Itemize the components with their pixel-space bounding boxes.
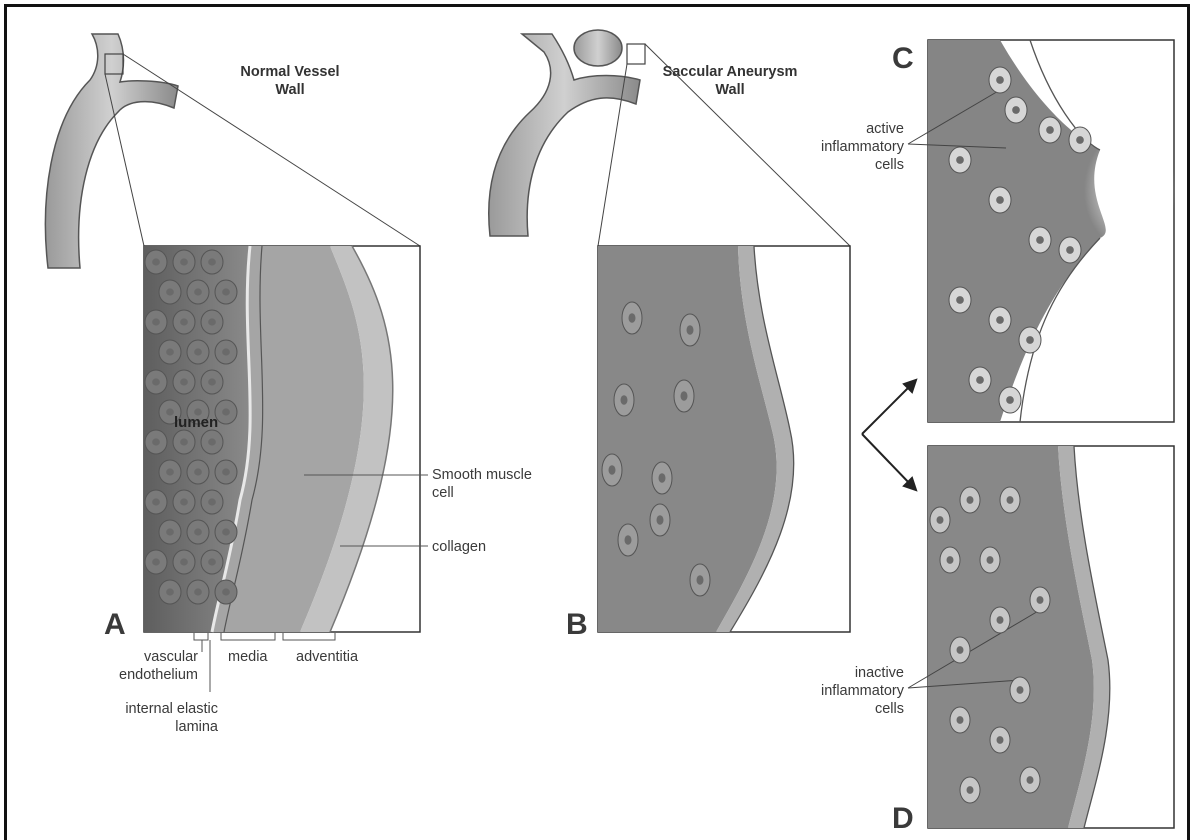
panel-letter-a: A bbox=[104, 610, 126, 640]
title-saccular-aneurysm-wall: Saccular Aneurysm Wall bbox=[640, 63, 820, 99]
progression-arrows bbox=[862, 380, 916, 490]
endothelial-cell bbox=[215, 580, 237, 604]
label-lumen: lumen bbox=[174, 414, 218, 432]
label-smooth-muscle-cell: Smooth muscle cell bbox=[432, 466, 532, 502]
inactive-inflammatory-cell bbox=[950, 637, 970, 663]
inactive-inflammatory-cell bbox=[990, 727, 1010, 753]
inflammatory-cell bbox=[650, 504, 670, 536]
endothelial-cell bbox=[201, 490, 223, 514]
inflammatory-cell bbox=[652, 462, 672, 494]
label-internal-elastic-lamina: internal elastic lamina bbox=[100, 700, 218, 736]
panel-letter-c: C bbox=[892, 44, 914, 74]
endothelial-cell bbox=[159, 520, 181, 544]
active-inflammatory-cell bbox=[989, 67, 1011, 93]
inflammatory-cell bbox=[690, 564, 710, 596]
endothelial-cell bbox=[173, 250, 195, 274]
panel-c-cross-section bbox=[928, 40, 1176, 422]
active-inflammatory-cell bbox=[1069, 127, 1091, 153]
endothelial-cell bbox=[201, 250, 223, 274]
inflammatory-cell bbox=[674, 380, 694, 412]
inflammatory-cell bbox=[614, 384, 634, 416]
endothelial-cell bbox=[173, 370, 195, 394]
zoom-box-aneurysm bbox=[627, 44, 645, 64]
endothelial-cell bbox=[145, 430, 167, 454]
endothelial-cell bbox=[173, 430, 195, 454]
endothelial-cell bbox=[145, 310, 167, 334]
inactive-inflammatory-cell bbox=[1010, 677, 1030, 703]
endothelial-cell bbox=[187, 280, 209, 304]
inactive-inflammatory-cell bbox=[1020, 767, 1040, 793]
active-inflammatory-cell bbox=[989, 187, 1011, 213]
inactive-inflammatory-cell bbox=[940, 547, 960, 573]
inactive-inflammatory-cell bbox=[930, 507, 950, 533]
endothelial-cell bbox=[145, 250, 167, 274]
title-normal-vessel-wall: Normal Vessel Wall bbox=[210, 63, 370, 99]
label-inactive-inflammatory-cells: inactive inflammatory cells bbox=[800, 664, 904, 718]
endothelial-cell bbox=[145, 490, 167, 514]
active-inflammatory-cell bbox=[949, 287, 971, 313]
active-inflammatory-cell bbox=[1019, 327, 1041, 353]
endothelial-cell bbox=[173, 490, 195, 514]
endothelial-cell bbox=[201, 310, 223, 334]
inflammatory-cell bbox=[680, 314, 700, 346]
active-inflammatory-cell bbox=[949, 147, 971, 173]
endothelial-cell bbox=[215, 460, 237, 484]
aneurysm-vessel-sketch bbox=[489, 30, 645, 236]
endothelial-cell bbox=[187, 520, 209, 544]
endothelial-cell bbox=[145, 550, 167, 574]
endothelial-cell bbox=[215, 400, 237, 424]
label-collagen: collagen bbox=[432, 538, 486, 556]
inactive-inflammatory-cell bbox=[960, 777, 980, 803]
inflammatory-cell bbox=[622, 302, 642, 334]
endothelial-cell bbox=[201, 370, 223, 394]
label-adventitia: adventitia bbox=[296, 648, 358, 666]
endothelial-cell bbox=[173, 310, 195, 334]
inflammatory-cell bbox=[602, 454, 622, 486]
endothelial-cell bbox=[173, 550, 195, 574]
active-inflammatory-cell bbox=[969, 367, 991, 393]
endothelial-cell bbox=[159, 280, 181, 304]
active-inflammatory-cell bbox=[1039, 117, 1061, 143]
panel-letter-d: D bbox=[892, 804, 914, 834]
inflammatory-cell bbox=[618, 524, 638, 556]
endothelial-cell bbox=[159, 340, 181, 364]
inactive-inflammatory-cell bbox=[1000, 487, 1020, 513]
endothelial-cell bbox=[215, 280, 237, 304]
normal-vessel-sketch bbox=[45, 34, 178, 268]
endothelial-cell bbox=[187, 460, 209, 484]
endothelial-cell bbox=[187, 340, 209, 364]
active-inflammatory-cell bbox=[1059, 237, 1081, 263]
active-inflammatory-cell bbox=[989, 307, 1011, 333]
endothelial-cell bbox=[159, 460, 181, 484]
endothelial-cell bbox=[215, 340, 237, 364]
label-media: media bbox=[228, 648, 268, 666]
endothelial-cell bbox=[201, 550, 223, 574]
active-inflammatory-cell bbox=[999, 387, 1021, 413]
endothelial-cell bbox=[187, 580, 209, 604]
endothelial-cell bbox=[159, 580, 181, 604]
endothelial-cell bbox=[201, 430, 223, 454]
label-active-inflammatory-cells: active inflammatory cells bbox=[800, 120, 904, 174]
inactive-inflammatory-cell bbox=[990, 607, 1010, 633]
inactive-inflammatory-cell bbox=[950, 707, 970, 733]
endothelial-cell bbox=[145, 370, 167, 394]
inactive-inflammatory-cell bbox=[980, 547, 1000, 573]
panel-letter-b: B bbox=[566, 610, 588, 640]
inactive-inflammatory-cell bbox=[960, 487, 980, 513]
inactive-inflammatory-cell bbox=[1030, 587, 1050, 613]
label-vascular-endothelium: vascular endothelium bbox=[94, 648, 198, 684]
aneurysm-sac bbox=[574, 30, 622, 66]
endothelial-cell bbox=[215, 520, 237, 544]
active-inflammatory-cell bbox=[1029, 227, 1051, 253]
active-inflammatory-cell bbox=[1005, 97, 1027, 123]
